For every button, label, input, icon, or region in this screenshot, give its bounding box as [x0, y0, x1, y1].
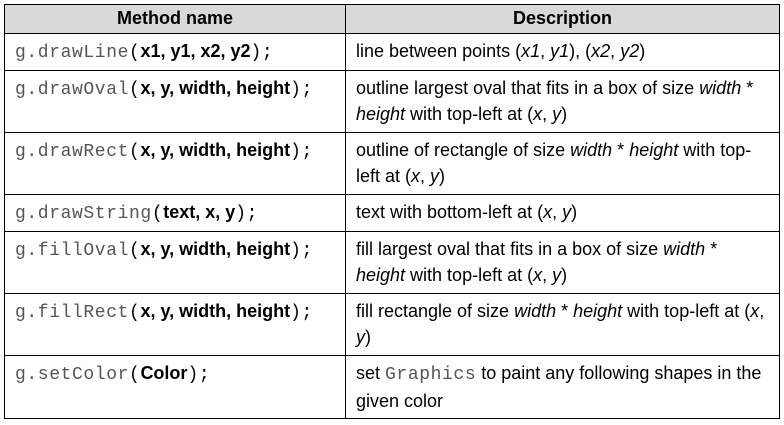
- method-cell: g.fillRect(x, y, width, height);: [4, 293, 346, 356]
- description-cell: fill rectangle of size width * height wi…: [345, 293, 780, 356]
- method-args: Color: [140, 363, 188, 383]
- method-prefix: g.drawRect: [15, 142, 130, 162]
- open-paren: (: [129, 80, 141, 100]
- method-args: x, y, width, height: [140, 140, 291, 160]
- method-name-header: Method name: [4, 4, 346, 34]
- open-paren: (: [129, 303, 141, 323]
- description-cell: text with bottom-left at (x, y): [345, 194, 780, 232]
- description-cell: line between points (x1, y1), (x2, y2): [345, 33, 780, 71]
- table-row: g.drawOval(x, y, width, height); outline…: [4, 70, 780, 133]
- method-args: x, y, width, height: [140, 239, 291, 259]
- method-prefix: g.drawString: [15, 204, 152, 224]
- method-prefix: g.fillRect: [15, 303, 130, 323]
- table-row: g.setColor(Color); set Graphics to paint…: [4, 355, 780, 419]
- method-prefix: g.fillOval: [15, 241, 130, 261]
- table-row: g.drawString(text, x, y); text with bott…: [4, 194, 780, 232]
- description-cell: fill largest oval that fits in a box of …: [345, 231, 780, 294]
- method-cell: g.drawRect(x, y, width, height);: [4, 132, 346, 195]
- method-cell: g.drawLine(x1, y1, x2, y2);: [4, 33, 346, 71]
- header-row: Method name Description: [4, 4, 780, 34]
- method-suffix: );: [290, 142, 313, 162]
- open-paren: (: [129, 43, 141, 63]
- method-suffix: );: [250, 43, 274, 63]
- description-cell: set Graphics to paint any following shap…: [345, 355, 780, 419]
- description-cell: outline of rectangle of size width * hei…: [345, 132, 780, 195]
- method-args: x, y, width, height: [140, 301, 291, 321]
- open-paren: (: [129, 142, 141, 162]
- method-prefix: g.drawOval: [15, 80, 130, 100]
- description-cell: outline largest oval that fits in a box …: [345, 70, 780, 133]
- method-suffix: );: [290, 241, 313, 261]
- method-cell: g.setColor(Color);: [4, 355, 346, 419]
- method-suffix: );: [187, 365, 211, 385]
- method-cell: g.drawOval(x, y, width, height);: [4, 70, 346, 133]
- graphics-class-name: Graphics: [385, 365, 477, 385]
- method-suffix: );: [290, 303, 313, 323]
- method-args: x1, y1, x2, y2: [140, 41, 251, 61]
- table-row: g.drawRect(x, y, width, height); outline…: [4, 132, 780, 195]
- method-prefix: g.setColor: [15, 365, 130, 385]
- description-header: Description: [345, 4, 780, 34]
- open-paren: (: [129, 365, 141, 385]
- method-cell: g.drawString(text, x, y);: [4, 194, 346, 232]
- method-args: x, y, width, height: [140, 78, 291, 98]
- graphics-methods-table: Method name Description g.drawLine(x1, y…: [4, 4, 780, 419]
- method-args: text, x, y: [163, 202, 236, 222]
- open-paren: (: [151, 204, 164, 224]
- method-suffix: );: [290, 80, 313, 100]
- table-row: g.drawLine(x1, y1, x2, y2); line between…: [4, 33, 780, 71]
- table-row: g.fillRect(x, y, width, height); fill re…: [4, 293, 780, 356]
- open-paren: (: [129, 241, 141, 261]
- table-row: g.fillOval(x, y, width, height); fill la…: [4, 231, 780, 294]
- method-cell: g.fillOval(x, y, width, height);: [4, 231, 346, 294]
- method-prefix: g.drawLine: [15, 43, 130, 63]
- method-suffix: );: [235, 204, 259, 224]
